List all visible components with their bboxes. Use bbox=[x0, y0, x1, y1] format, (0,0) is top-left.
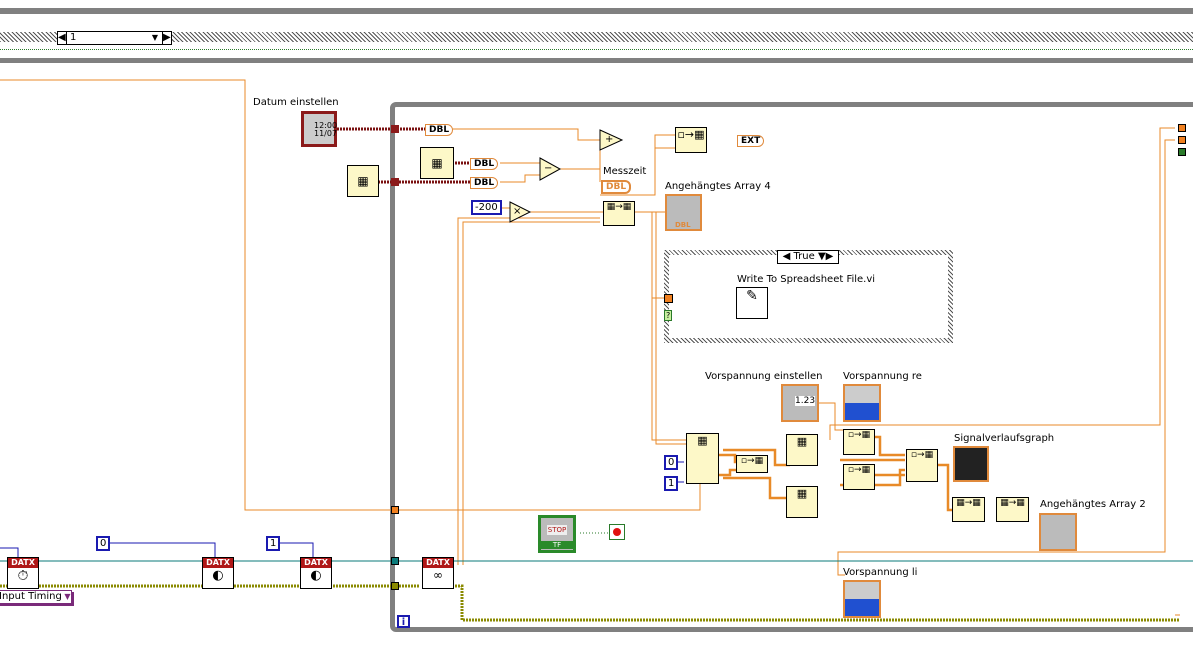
dropdown-icon[interactable]: ▼ bbox=[151, 33, 158, 42]
to-dbl-function[interactable]: DBL bbox=[470, 158, 499, 170]
dropdown-icon[interactable]: ▼ bbox=[61, 592, 71, 601]
tunnel bbox=[391, 582, 399, 590]
constant-minus-200[interactable]: -200 bbox=[471, 200, 502, 215]
multiply-function: × bbox=[513, 206, 522, 217]
tunnel bbox=[391, 557, 399, 565]
array-function[interactable]: ▦ bbox=[786, 486, 818, 518]
subtract-function: − bbox=[544, 163, 553, 174]
build-array-function[interactable]: ▫→▦ bbox=[736, 455, 768, 473]
loop-iteration-terminal: i bbox=[397, 615, 410, 628]
vorsp-li-indicator[interactable] bbox=[843, 580, 881, 618]
waveform-graph-indicator[interactable] bbox=[953, 446, 989, 482]
stopwatch-icon: ⏱ bbox=[17, 568, 29, 584]
constant-0[interactable]: 0 bbox=[96, 536, 111, 551]
sequence-bottom-border bbox=[0, 58, 1193, 63]
to-dbl-function[interactable]: DBL bbox=[425, 124, 454, 136]
increment-arrow-icon[interactable]: ▶ bbox=[162, 32, 171, 44]
constant-0[interactable]: 0 bbox=[664, 455, 679, 470]
write-spreadsheet-vi[interactable]: ✎ bbox=[736, 287, 768, 319]
transpose-array-function[interactable]: ▦→▦ bbox=[996, 497, 1029, 522]
daqmx-create-channel-node[interactable]: DATX◐ bbox=[202, 557, 234, 589]
signal-label: Signalverlaufsgraph bbox=[954, 433, 1055, 444]
build-array-function[interactable]: ▫→▦ bbox=[843, 429, 875, 455]
sequence-top-border bbox=[0, 8, 1193, 14]
tunnel bbox=[1178, 148, 1186, 156]
tunnel bbox=[391, 506, 399, 514]
to-dbl-function[interactable]: DBL bbox=[470, 177, 499, 189]
get-date-time-function[interactable]: ▦ bbox=[420, 147, 454, 179]
tunnel bbox=[1178, 136, 1186, 144]
transpose-array-function[interactable]: ▦→▦ bbox=[952, 497, 985, 522]
datum-control[interactable]: 12:00 11/07 bbox=[301, 111, 337, 147]
daqmx-create-channel-node[interactable]: DATX◐ bbox=[300, 557, 332, 589]
selector-terminal: ? bbox=[664, 310, 673, 321]
array4-label: Angehängtes Array 4 bbox=[665, 181, 771, 192]
array2-indicator[interactable] bbox=[1039, 513, 1077, 551]
glasses-icon: ∞ bbox=[433, 568, 443, 582]
vorsp-einstellen-label: Vorspannung einstellen bbox=[705, 371, 823, 382]
sequence-frame-selector[interactable]: ◀ 1 ▶ ▼ bbox=[57, 31, 172, 45]
knob-icon: ◐ bbox=[310, 568, 322, 583]
case-selector[interactable]: ◀ True ▼▶ bbox=[777, 250, 839, 264]
tunnel bbox=[391, 125, 399, 133]
get-date-time-function[interactable]: ▦ bbox=[347, 165, 379, 197]
sequence-frame-header bbox=[0, 32, 1193, 42]
index-array-function[interactable]: ▦ bbox=[686, 433, 719, 484]
transpose-array-function[interactable]: ▦→▦ bbox=[603, 201, 635, 226]
constant-1[interactable]: 1 bbox=[266, 536, 281, 551]
vorsp-einstellen-control[interactable]: 1.23 bbox=[781, 384, 819, 422]
vorsp-re-indicator[interactable] bbox=[843, 384, 881, 422]
vorsp-li-label: Vorspannung li bbox=[843, 567, 918, 578]
while-loop[interactable] bbox=[390, 102, 1193, 632]
array2-label: Angehängtes Array 2 bbox=[1040, 499, 1146, 510]
vorsp-re-label: Vorspannung re bbox=[843, 371, 922, 382]
build-array-function[interactable]: ▫→▦ bbox=[675, 127, 707, 153]
datum-label: Datum einstellen bbox=[253, 97, 339, 108]
constant-1[interactable]: 1 bbox=[664, 476, 679, 491]
write-vi-label: Write To Spreadsheet File.vi bbox=[737, 274, 876, 285]
daqmx-timing-node[interactable]: DATX⏱ bbox=[7, 557, 39, 589]
build-array-function[interactable]: ▫→▦ bbox=[843, 464, 875, 490]
messzeit-label: Messzeit bbox=[603, 166, 647, 177]
array4-indicator[interactable]: DBL bbox=[665, 194, 702, 231]
timing-ring[interactable]: Input Timing ▼ bbox=[0, 590, 72, 604]
to-ext-function[interactable]: EXT bbox=[737, 135, 765, 147]
build-array-function[interactable]: ▫→▦ bbox=[906, 449, 938, 482]
daqmx-read-node[interactable]: DATX∞ bbox=[422, 557, 454, 589]
tunnel bbox=[1178, 124, 1186, 132]
tunnel bbox=[391, 178, 399, 186]
add-function: + bbox=[605, 134, 614, 145]
loop-condition-stop-icon[interactable] bbox=[609, 524, 625, 540]
messzeit-indicator[interactable]: DBL bbox=[601, 180, 632, 194]
case-structure[interactable] bbox=[664, 250, 953, 343]
knob-icon: ◐ bbox=[212, 568, 224, 583]
case-tunnel bbox=[664, 294, 673, 303]
decrement-arrow-icon[interactable]: ◀ bbox=[58, 32, 67, 44]
array-function[interactable]: ▦ bbox=[786, 434, 818, 466]
sequence-divider bbox=[0, 49, 1193, 50]
